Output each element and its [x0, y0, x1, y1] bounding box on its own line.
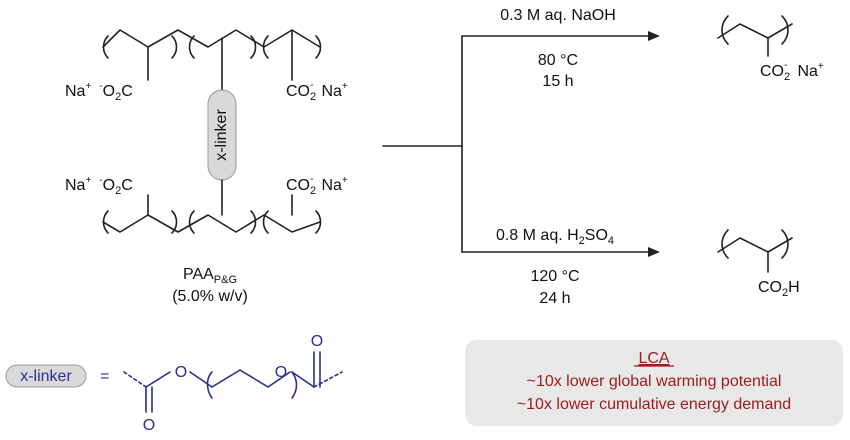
upper-time: 15 h [542, 73, 573, 90]
upper-temperature: 80 °C [538, 52, 578, 69]
svg-text:CO2-Na+: CO2-Na+ [286, 80, 348, 103]
upper-conditions: 0.3 M aq. NaOH 80 °C 15 h [500, 7, 616, 90]
legend-equals: = [100, 368, 109, 385]
carboxylate-top-right: CO2-Na+ [286, 80, 348, 103]
legend-O-left: O [175, 364, 187, 381]
bracket-open-6 [262, 210, 269, 234]
xlinker-legend: x-linker = O O O O [5, 333, 343, 434]
product-polyacrylic-acid: CO2H [717, 229, 800, 299]
lower-time: 24 h [539, 290, 570, 307]
bracket-close-6 [315, 210, 322, 234]
arrow-head-upper [648, 31, 660, 41]
xlinker-pill-horizontal [5, 364, 87, 388]
legend-O-right: O [275, 364, 287, 381]
top-chain [102, 29, 322, 93]
bracket-close-1 [171, 35, 178, 59]
arrow-head-lower [648, 247, 660, 257]
bracket-close-2 [250, 35, 257, 59]
svg-text:CO2-Na+: CO2-Na+ [760, 60, 824, 83]
polymer-concentration: (5.0% w/v) [172, 288, 248, 305]
lca-title: LCA [638, 350, 669, 367]
svg-text:Na+-O2C: Na+-O2C [65, 81, 133, 103]
bracket-open-1 [102, 35, 109, 59]
lca-line-2: ~10x lower cumulative energy demand [517, 396, 791, 413]
lca-line-1: ~10x lower global warming potential [527, 373, 782, 390]
polymer-name: PAAP&G [183, 266, 237, 286]
carboxylate-bottom-right: CO2-Na+ [286, 174, 348, 197]
bracket-open-2 [188, 35, 195, 59]
lower-conditions: 0.8 M aq. H2SO4 120 °C 24 h [496, 227, 614, 307]
carboxylate-bottom-left: Na+-O2C [65, 175, 133, 197]
lca-background [465, 340, 843, 426]
bracket-open-3 [262, 35, 269, 59]
svg-text:CO2-Na+: CO2-Na+ [286, 174, 348, 197]
bracket-open-5 [188, 210, 195, 234]
lower-reagent: 0.8 M aq. H2SO4 [496, 227, 614, 247]
product-sodium-polyacrylate: CO2-Na+ [717, 15, 824, 83]
lower-temperature: 120 °C [530, 268, 579, 285]
lca-box: LCA ~10x lower global warming potential … [465, 340, 843, 426]
bracket-close-3 [315, 35, 322, 59]
upper-reagent: 0.3 M aq. NaOH [500, 7, 616, 24]
legend-O-top: O [311, 333, 323, 350]
crosslinked-polymer: Na+-O2C CO2-Na+ x-linker Na+-O2C CO2-Na+ [65, 29, 348, 305]
bottom-chain [102, 179, 322, 234]
xlinker-legend-label: x-linker [20, 368, 72, 385]
legend-O-bottom: O [143, 417, 155, 434]
xlinker-pill: x-linker [207, 89, 237, 181]
bracket-open-4 [102, 210, 109, 234]
bracket-close-4 [171, 210, 178, 234]
branching-arrows [382, 31, 660, 257]
bracket-close-5 [250, 210, 257, 234]
svg-text:CO2H: CO2H [758, 279, 800, 299]
carboxylate-top-left: Na+-O2C [65, 81, 133, 103]
svg-text:Na+-O2C: Na+-O2C [65, 175, 133, 197]
xlinker-label-vertical: x-linker [213, 109, 230, 161]
